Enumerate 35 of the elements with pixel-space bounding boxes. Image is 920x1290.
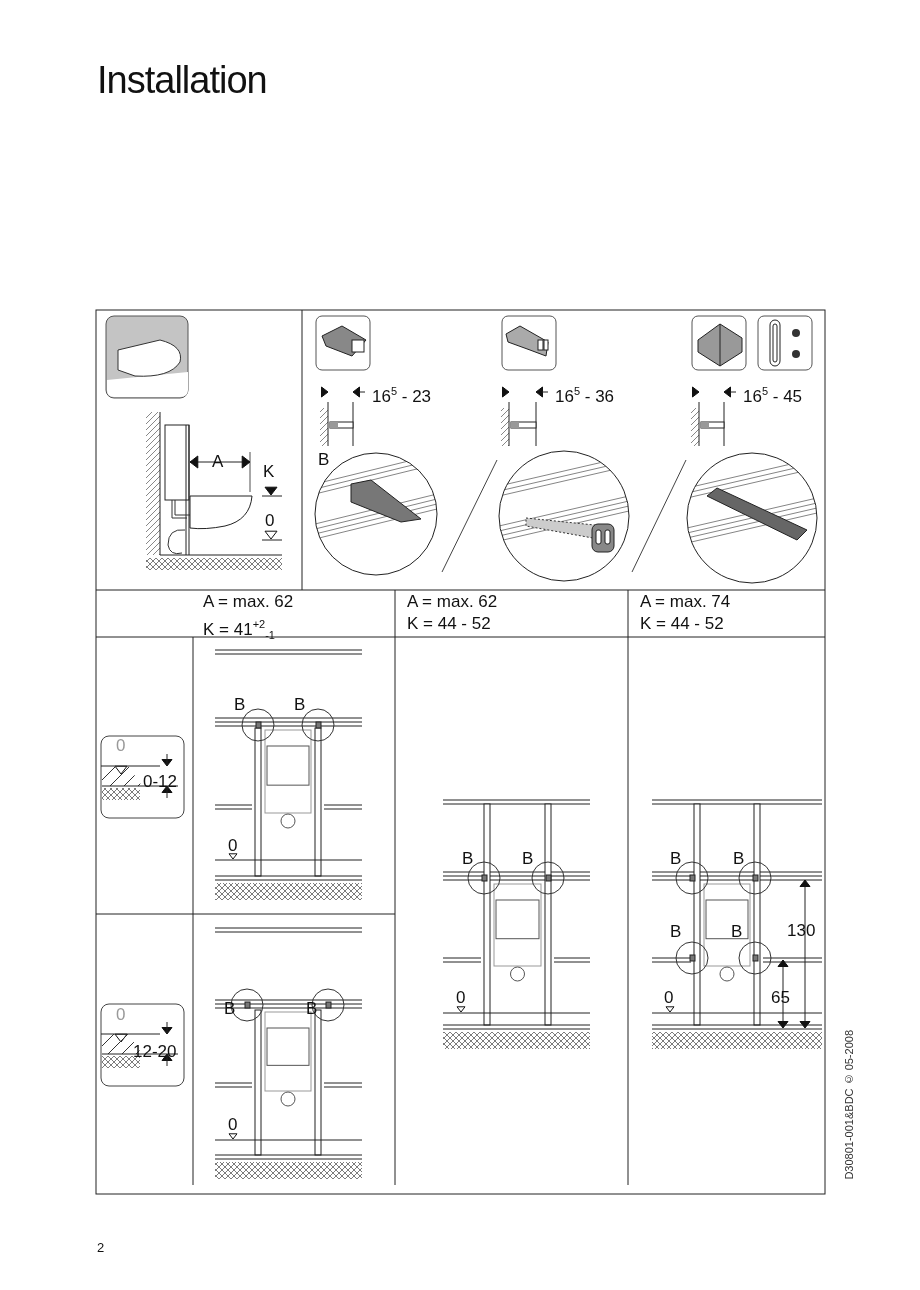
page-title: Installation [97,58,267,102]
level-mark: 0 [664,988,674,1008]
dimension-label: A [212,452,224,472]
level-mark: 0 [228,836,238,856]
dimension-label: 16$^{5}$ - 23 [372,384,432,407]
document-code: D30801-001&BDC © 05-2008 [842,1030,856,1180]
dimension-label: 0-12 [143,772,178,792]
level-mark: 0 [116,1005,126,1025]
level-mark: 0 [456,988,466,1008]
callout-letter: B [318,450,330,470]
callout-letter: B [731,922,743,942]
callout-letter: B [224,999,236,1019]
level-mark: 0 [265,511,275,531]
spec-text: A = max. 62 [407,592,498,612]
spec-text: K = 44 - 52 [640,614,724,634]
callout-letter: B [294,695,306,715]
callout-letter: B [234,695,246,715]
dimension-label: 12-20 [133,1042,177,1062]
callout-letter: B [462,849,474,869]
dimension-label: K [263,462,275,482]
dimension-label: 130 [787,921,816,941]
level-mark: 0 [116,736,126,756]
dimension-label: 16$^{5}$ - 45 [743,384,803,407]
level-mark: 0 [228,1115,238,1135]
page-number: 2 [97,1240,105,1256]
dimension-label: 65 [771,988,790,1008]
callout-letter: B [670,922,682,942]
callout-letter: B [670,849,682,869]
dimension-label: 16$^{5}$ - 36 [555,384,615,407]
spec-text: K = 44 - 52 [407,614,491,634]
spec-text: A = max. 62 [203,592,294,612]
callout-letter: B [522,849,534,869]
spec-text: A = max. 74 [640,592,731,612]
callout-letter: B [733,849,745,869]
callout-letter: B [306,999,318,1019]
